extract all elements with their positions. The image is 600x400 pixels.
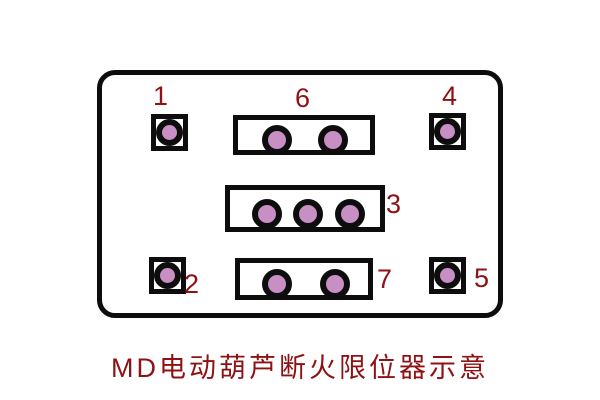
terminal-4-contact-dot	[434, 118, 461, 145]
terminal-4	[429, 113, 466, 150]
contact-dot	[293, 199, 323, 229]
diagram-caption: MD电动葫芦断火限位器示意	[111, 353, 489, 383]
contact-dot	[262, 269, 292, 299]
terminal-1-contact-dot	[156, 119, 183, 146]
terminal-2	[149, 257, 186, 294]
contact-bar-3-label: 3	[386, 189, 402, 219]
terminal-4-label: 4	[442, 81, 458, 111]
terminal-1	[151, 114, 188, 151]
contact-bar-6	[233, 115, 375, 155]
terminal-5-contact-dot	[434, 262, 461, 289]
contact-bar-7	[235, 258, 373, 300]
contact-dot	[318, 125, 348, 155]
terminal-2-label: 2	[184, 269, 200, 299]
terminal-1-label: 1	[153, 81, 169, 111]
contact-bar-7-label: 7	[377, 264, 393, 294]
terminal-5	[429, 257, 466, 294]
contact-bar-6-label: 6	[295, 83, 311, 113]
contact-dot	[262, 125, 292, 155]
terminal-2-contact-dot	[154, 262, 181, 289]
contact-dot	[252, 199, 282, 229]
contact-dot	[335, 199, 365, 229]
terminal-5-label: 5	[474, 263, 490, 293]
contact-dot	[320, 269, 350, 299]
contact-bar-3	[225, 185, 385, 232]
